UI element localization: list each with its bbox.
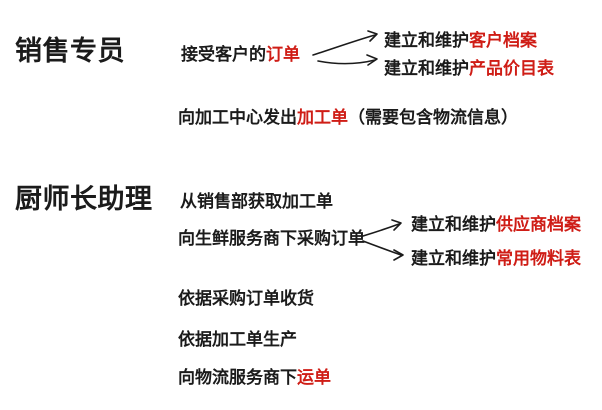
- task-note: （需要包含物流信息）: [348, 108, 518, 127]
- doc-supplier-file: 供应商档案: [496, 215, 581, 234]
- target-text: 建立和维护: [384, 31, 469, 50]
- doc-order: 订单: [266, 45, 300, 64]
- task-text: 向物流服务商下: [178, 368, 297, 387]
- task-text: 依据采购订单收货: [178, 289, 314, 308]
- branch-target-customer-file: 建立和维护客户档案: [384, 31, 537, 51]
- task-text: 向加工中心发出: [178, 108, 297, 127]
- branch-target-price-list: 建立和维护产品价目表: [384, 59, 554, 79]
- arrow-up-head: [391, 219, 402, 231]
- doc-waybill: 运单: [297, 368, 331, 387]
- task-produce: 依据加工单生产: [178, 330, 297, 350]
- arrow-up-head: [367, 30, 378, 42]
- task-text: 从销售部获取加工单: [180, 192, 333, 211]
- arrow-down-head: [393, 249, 404, 261]
- role-label-chef-assistant: 厨师长助理: [15, 184, 153, 214]
- task-text: 接受客户的: [181, 45, 266, 64]
- task-waybill: 向物流服务商下运单: [178, 368, 331, 388]
- arrow-down-line: [362, 240, 402, 256]
- task-text: 向生鲜服务商下采购订单: [178, 229, 365, 248]
- arrow-down-line: [317, 59, 376, 65]
- doc-customer-file: 客户档案: [469, 31, 537, 50]
- doc-work-order: 加工单: [297, 108, 348, 127]
- task-get-work-order: 从销售部获取加工单: [180, 192, 333, 212]
- doc-material-list: 常用物料表: [496, 249, 581, 268]
- role-label-sales-specialist: 销售专员: [15, 36, 125, 66]
- doc-price-list: 产品价目表: [469, 59, 554, 78]
- arrow-up-line: [362, 223, 400, 237]
- target-text: 建立和维护: [411, 249, 496, 268]
- arrow-down-head: [366, 54, 378, 66]
- task-text: 依据加工单生产: [178, 330, 297, 349]
- task-receive-customer-order: 接受客户的订单: [181, 45, 300, 65]
- task-purchase-order: 向生鲜服务商下采购订单: [178, 229, 365, 249]
- branch-target-material-list: 建立和维护常用物料表: [411, 249, 581, 269]
- arrow-up-line: [312, 34, 376, 56]
- task-send-work-order: 向加工中心发出加工单（需要包含物流信息）: [178, 108, 518, 128]
- branch-arrows-sales-icon: [312, 30, 378, 66]
- task-receive-goods: 依据采购订单收货: [178, 289, 314, 309]
- branch-target-supplier-file: 建立和维护供应商档案: [411, 215, 581, 235]
- target-text: 建立和维护: [411, 215, 496, 234]
- target-text: 建立和维护: [384, 59, 469, 78]
- branch-arrows-chef-icon: [362, 219, 404, 261]
